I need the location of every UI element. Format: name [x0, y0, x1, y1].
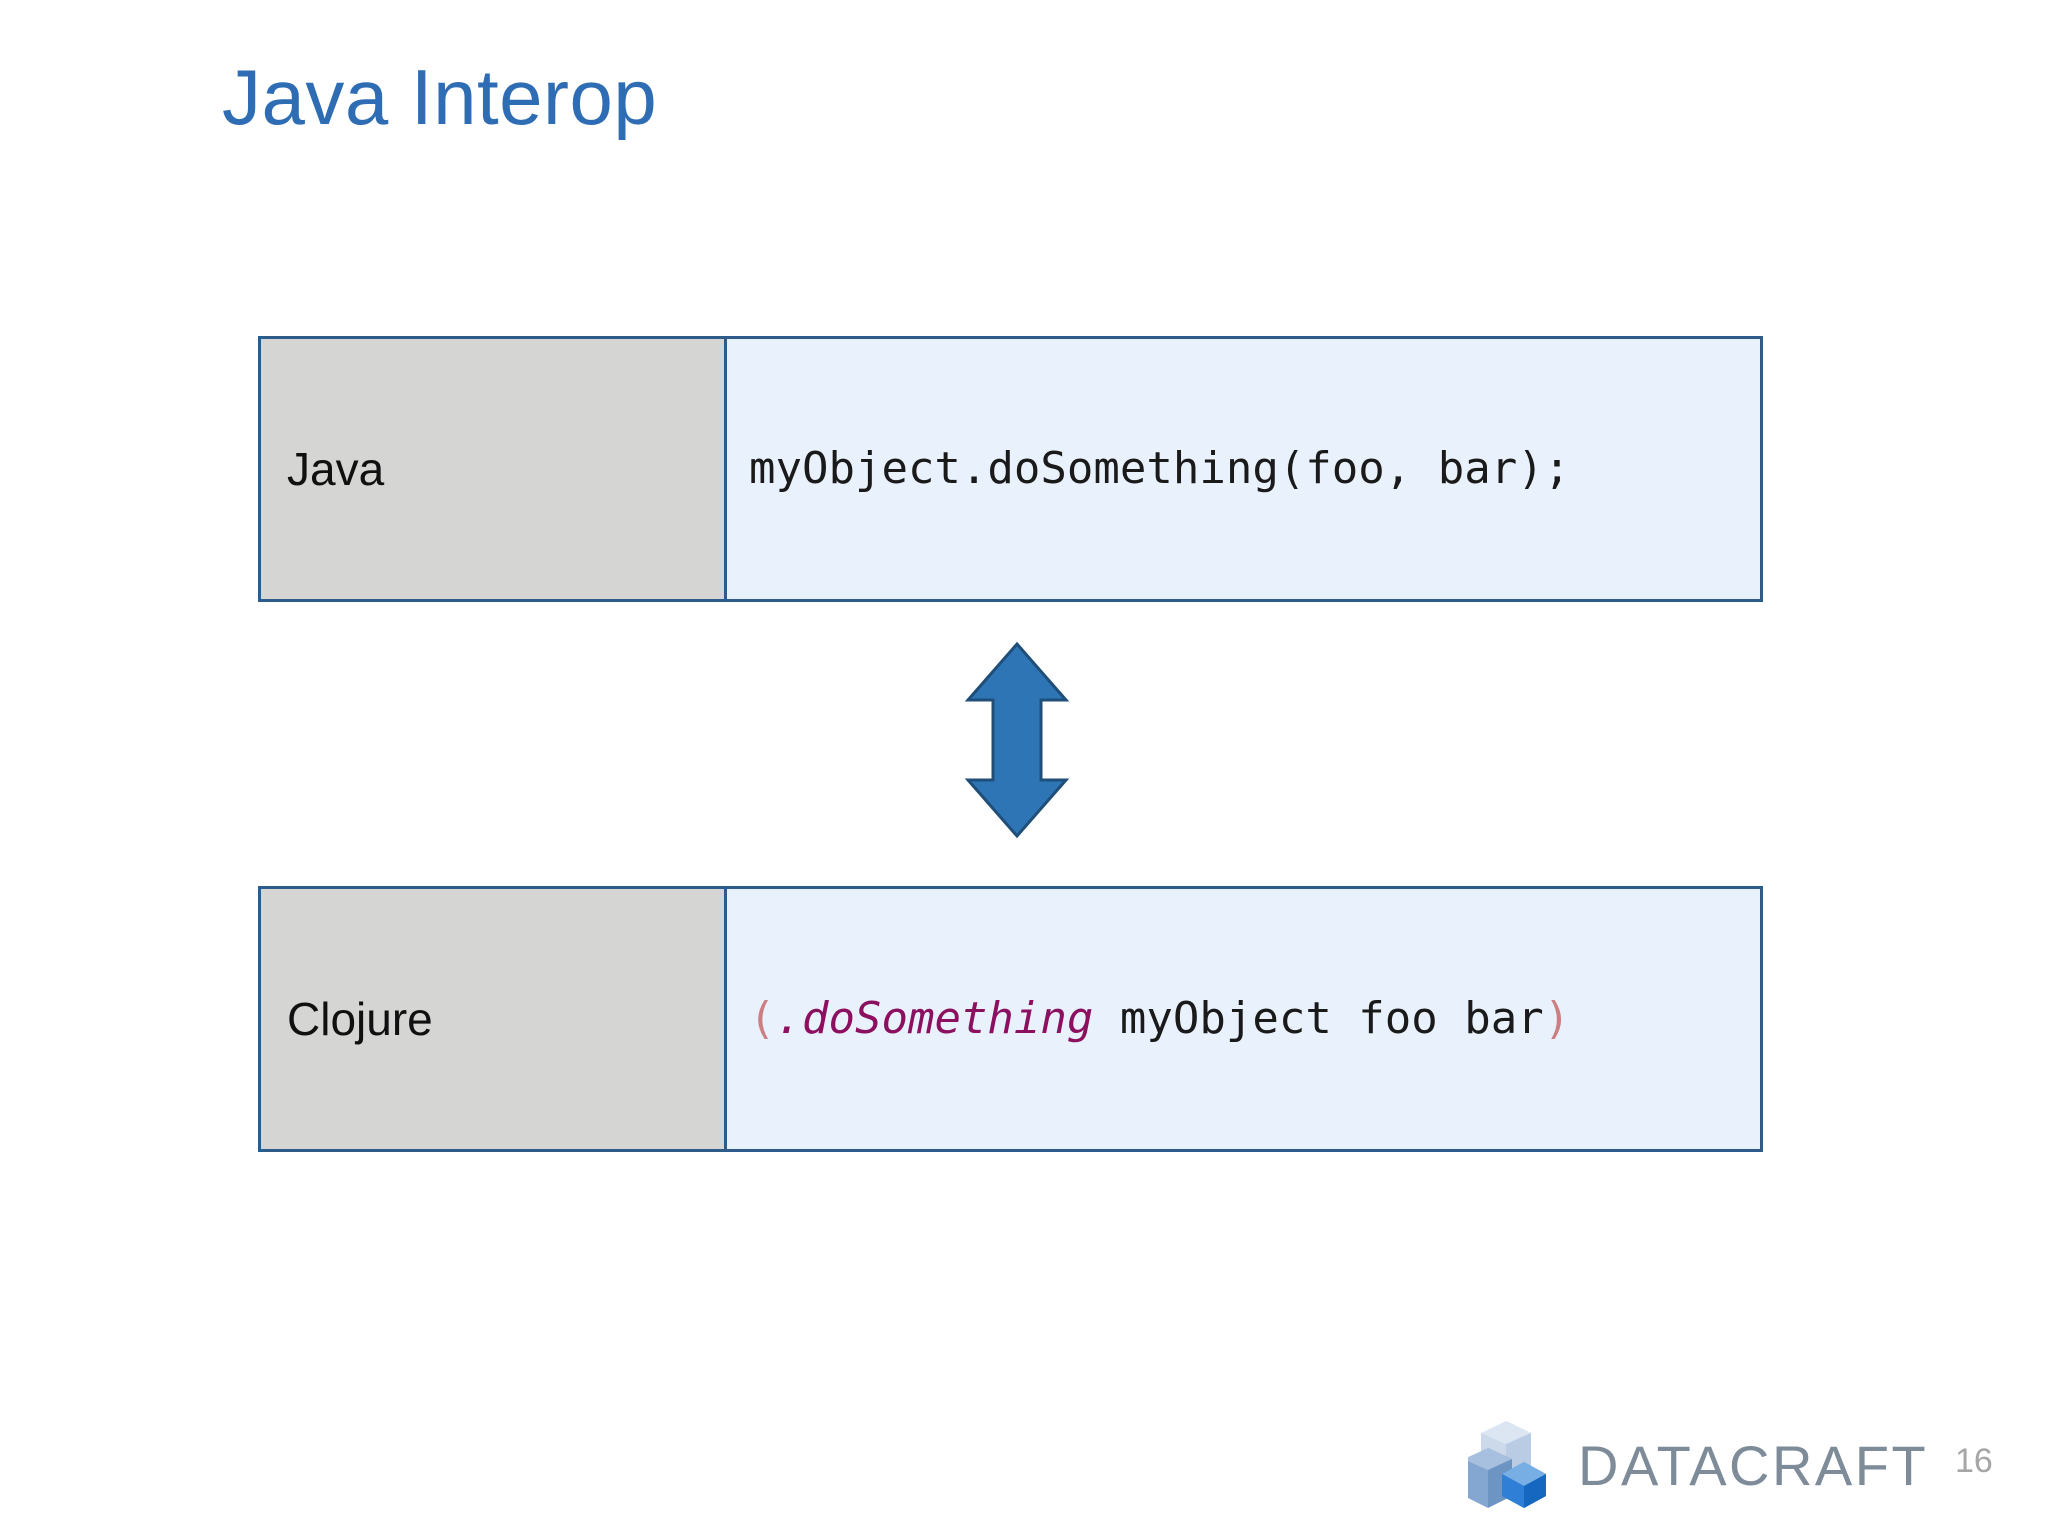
clojure-code-text: (.doSomething myObject foo bar) — [749, 992, 1571, 1044]
double-headed-vertical-arrow-icon — [964, 641, 1070, 839]
page-number: 16 — [1955, 1442, 1993, 1480]
datacraft-logo: DATACRAFT — [1468, 1420, 1928, 1512]
clojure-method-token: .doSomething — [775, 992, 1094, 1044]
java-language-label: Java — [287, 443, 385, 495]
datacraft-wordmark: DATACRAFT — [1578, 1434, 1929, 1497]
page-title: Java Interop — [222, 53, 658, 141]
clojure-close-paren: ) — [1543, 992, 1571, 1044]
java-code-text: myObject.doSomething(foo, bar); — [749, 442, 1571, 494]
isometric-cubes-logo-icon — [1468, 1421, 1546, 1508]
clojure-language-cell: Clojure — [261, 889, 727, 1149]
clojure-comparison-row: Clojure (.doSomething myObject foo bar) — [258, 886, 1763, 1152]
clojure-args-token: myObject foo bar — [1093, 992, 1544, 1044]
arrow-shape — [964, 641, 1070, 839]
java-language-cell: Java — [261, 339, 727, 599]
clojure-code-cell: (.doSomething myObject foo bar) — [727, 889, 1760, 1149]
clojure-open-paren: ( — [749, 992, 776, 1044]
clojure-language-label: Clojure — [287, 993, 433, 1045]
java-code-token-plain: myObject.doSomething(foo, bar); — [749, 442, 1571, 494]
java-code-cell: myObject.doSomething(foo, bar); — [727, 339, 1760, 599]
java-comparison-row: Java myObject.doSomething(foo, bar); — [258, 336, 1763, 602]
